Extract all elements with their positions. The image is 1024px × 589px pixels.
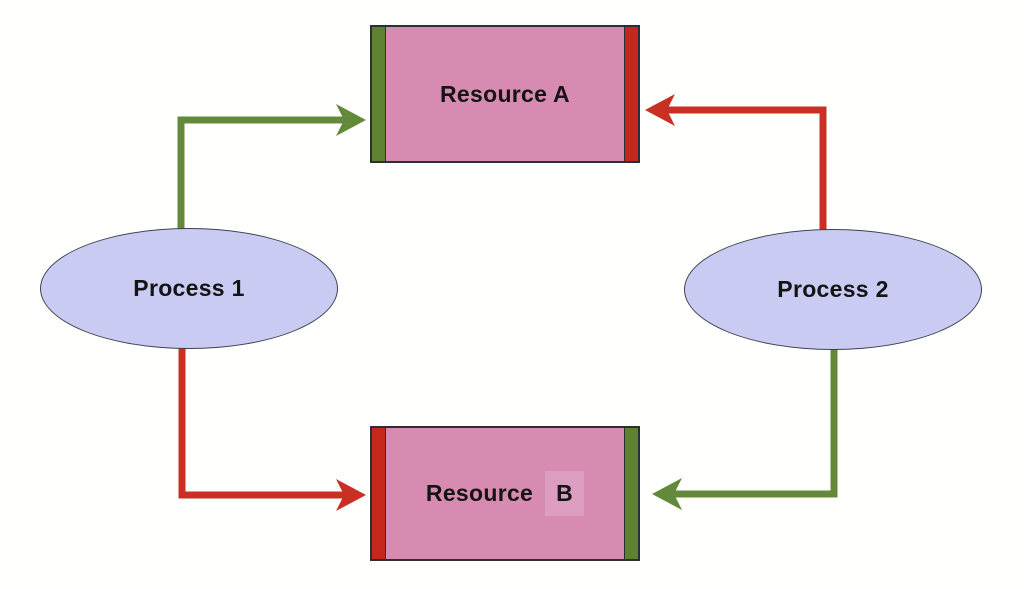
resource-b-label-letter: B — [545, 471, 585, 516]
resource-b-label-word: Resource — [425, 480, 534, 506]
resource-b-label: Resource B — [425, 471, 585, 516]
arrow-line — [177, 116, 346, 234]
resource-b-right-allocation-strip — [624, 428, 638, 559]
node-process-1: Process 1 — [40, 228, 338, 349]
arrow-head-left-icon — [645, 94, 675, 126]
arrow-head-right-icon — [336, 479, 366, 511]
arrow-line — [672, 347, 838, 498]
resource-b-left-allocation-strip — [372, 428, 386, 559]
arrow-line — [665, 106, 827, 234]
arrow-head-left-icon — [652, 478, 682, 510]
arrow-head-right-icon — [336, 104, 366, 136]
arrow-process2-to-resourceB — [652, 347, 838, 510]
arrow-line — [178, 344, 346, 499]
process-2-label: Process 2 — [777, 276, 889, 302]
resource-a-right-allocation-strip — [624, 27, 638, 161]
resource-a-label: Resource A — [440, 80, 570, 107]
arrow-process1-to-resourceB — [178, 344, 366, 511]
process-1-label: Process 1 — [133, 275, 245, 301]
node-process-2: Process 2 — [684, 229, 982, 350]
resource-a-left-allocation-strip — [372, 27, 386, 161]
arrow-process2-to-resourceA — [645, 94, 827, 234]
arrow-process1-to-resourceA — [177, 104, 366, 234]
node-resource-a: Resource A — [370, 25, 640, 163]
node-resource-b: Resource B — [370, 426, 640, 561]
